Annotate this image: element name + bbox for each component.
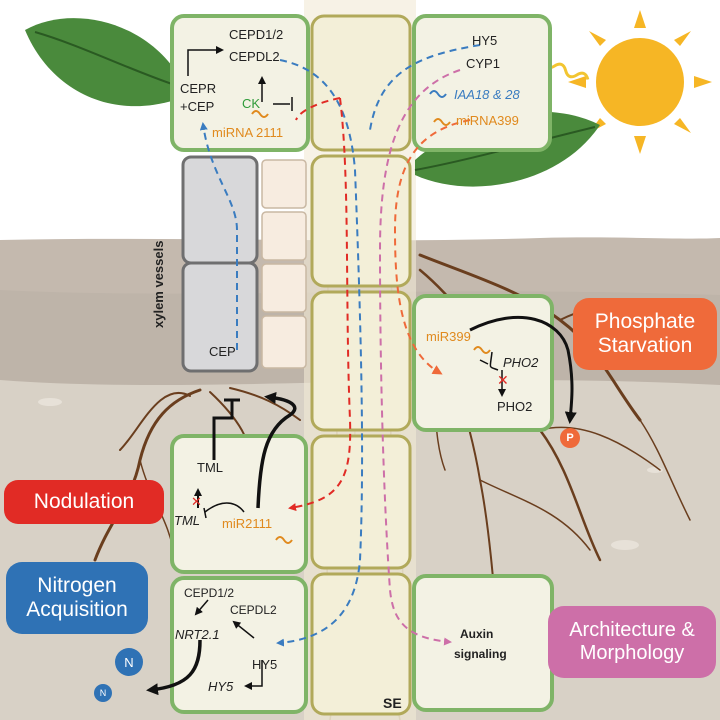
cepr-pathway: [187, 46, 293, 111]
label-plus-cep: +CEP: [180, 99, 215, 114]
label-mir399: miR399: [426, 329, 471, 344]
svg-text:✕: ✕: [497, 372, 509, 388]
label-hy5-shoot: HY5: [472, 33, 498, 48]
label-tml-protein: TML: [197, 460, 223, 475]
nitrogen-circle-large: N: [115, 648, 143, 676]
cep-arrow: [199, 122, 238, 350]
label-cepr: CEPR: [180, 81, 217, 96]
cepd-arrow: [276, 59, 364, 647]
nodulation-pathway: ✕: [191, 391, 297, 519]
cell-shoot-right: [412, 14, 552, 152]
label-nrt21: NRT2.1: [175, 627, 220, 642]
label-pho2-protein: PHO2: [497, 399, 533, 414]
label-mirna399: miRNA399: [456, 113, 519, 128]
badge-phosphate-starvation: Phosphate Starvation: [573, 298, 717, 370]
mirna2111-origin: [295, 97, 341, 121]
label-hy5-gene: HY5: [208, 679, 234, 694]
label-cepd12-root: CEPD1/2: [184, 586, 235, 600]
auxin-arrow: [378, 69, 461, 646]
cell-phosphate: [412, 294, 554, 432]
badge-architecture-line2: Morphology: [579, 642, 685, 664]
badge-phosphate-line2: Starvation: [597, 334, 693, 357]
phosphate-pathway: ✕: [469, 315, 577, 424]
label-ck: CK: [242, 96, 261, 111]
side-cells: [170, 14, 554, 714]
badge-nodulation: Nodulation: [4, 480, 164, 524]
label-pho2-gene: PHO2: [503, 355, 539, 370]
label-xylem-vessels: xylem vessels: [151, 240, 166, 328]
badge-architecture-morphology: Architecture & Morphology: [548, 606, 716, 678]
sun-icon: [568, 10, 712, 154]
nitrogen-pathway: [146, 599, 263, 696]
phosphate-circle: P: [560, 428, 580, 448]
xylem-vessels: [181, 155, 259, 373]
sieve-element-cells: [310, 14, 412, 716]
cell-nitrogen: [170, 576, 308, 714]
mirna2111-arrow: [288, 97, 352, 511]
label-tml-gene: TML: [174, 513, 200, 528]
label-cyp1: CYP1: [466, 56, 500, 71]
svg-text:✕: ✕: [191, 494, 202, 509]
cell-nodulation: [170, 434, 308, 574]
signal-arrows: [199, 44, 481, 647]
badge-nitrogen-acquisition: Nitrogen Acquisition: [6, 562, 148, 634]
label-cep-xylem: CEP: [209, 344, 236, 359]
badge-nitrogen-line2: Acquisition: [26, 598, 128, 621]
cell-auxin: [412, 574, 554, 712]
left-leaf-icon: [25, 18, 176, 107]
soil-pebble: [38, 398, 62, 406]
mirna-squiggles: [251, 90, 491, 544]
label-auxin-line1: Auxin: [460, 627, 494, 641]
badge-nitrogen-line1: Nitrogen: [37, 573, 117, 597]
label-auxin-line2: signaling: [454, 647, 507, 661]
badge-phosphate-line1: Phosphate: [594, 309, 696, 333]
nitrogen-circle-small: N: [94, 684, 112, 702]
label-iaa: IAA18 & 28: [454, 87, 520, 102]
label-cepdl2-shoot: CEPDL2: [229, 49, 280, 64]
label-hy5-protein: HY5: [252, 657, 278, 672]
cortex-cells: [261, 159, 307, 369]
mirna399-arrow: [393, 119, 471, 375]
label-mir2111: miR2111: [222, 516, 273, 531]
label-se: SE: [383, 695, 402, 711]
hy5-arrow: [369, 44, 481, 131]
label-mirna2111: miRNA 2111: [212, 125, 284, 140]
badge-nodulation-label: Nodulation: [33, 489, 135, 513]
badge-architecture-line1: Architecture &: [569, 619, 695, 641]
soil-pebble: [611, 540, 639, 550]
label-cepdl2-root: CEPDL2: [230, 603, 277, 617]
label-cepd12-shoot: CEPD1/2: [229, 27, 284, 42]
